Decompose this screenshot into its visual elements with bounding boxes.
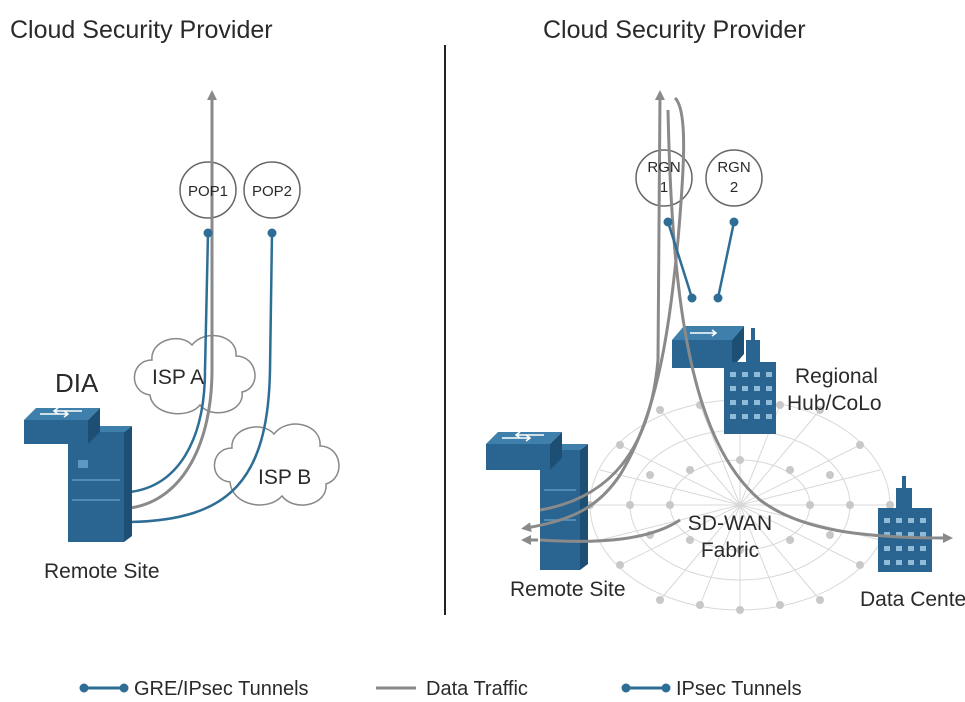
right-remote-site-label: Remote Site: [510, 578, 626, 601]
hub-tunnel-endpoint-1: [687, 293, 697, 303]
legend-ipsec: [621, 683, 671, 693]
sdwan-label-line1: SD-WAN: [688, 512, 772, 535]
regional-hub-label-line1: Regional: [795, 365, 878, 388]
regional-hub-switch-icon: [672, 326, 744, 368]
isp-b-cloud: [213, 423, 340, 506]
left-remote-switch-icon: [24, 407, 132, 542]
pop2-label: POP2: [252, 183, 292, 200]
left-tunnel-pop2: [129, 232, 274, 524]
right-data-traffic-lower: [539, 518, 681, 543]
rgn2-label-line2: 2: [730, 179, 738, 196]
right-title: Cloud Security Provider: [543, 16, 806, 44]
rgn1-ipsec-tunnel: [666, 221, 694, 299]
right-data-traffic-return: [521, 96, 686, 533]
legend-ipsec-label: IPsec Tunnels: [676, 678, 802, 700]
regional-hub-label-line2: Hub/CoLo: [787, 392, 882, 415]
legend-data-traffic-label: Data Traffic: [426, 678, 528, 700]
rgn2-node: [705, 149, 763, 207]
left-remote-site-label: Remote Site: [44, 560, 160, 583]
isp-b-label: ISP B: [258, 466, 311, 489]
rgn1-label-line1: RGN: [647, 159, 680, 176]
data-center-building-icon: [878, 476, 932, 572]
pop1-tunnel-endpoint: [203, 228, 213, 238]
isp-a-label: ISP A: [152, 366, 204, 389]
pop2-node: [243, 161, 301, 219]
right-data-traffic-up: [539, 90, 665, 512]
left-data-traffic-line: [129, 90, 217, 510]
sdwan-label-line2: Fabric: [701, 539, 759, 562]
rgn1-node: [635, 149, 693, 207]
regional-hub-building-icon: [724, 328, 776, 434]
pop2-tunnel-endpoint: [267, 228, 277, 238]
legend-gre-ipsec: [79, 683, 129, 693]
pop1-label: POP1: [188, 183, 228, 200]
rgn2-label-line1: RGN: [717, 159, 750, 176]
data-center-label: Data Center: [860, 588, 965, 611]
legend-gre-ipsec-label: GRE/IPsec Tunnels: [134, 678, 309, 700]
rgn2-ipsec-tunnel: [716, 221, 736, 299]
dia-label: DIA: [55, 368, 99, 398]
rgn1-tunnel-endpoint: [663, 217, 673, 227]
left-title: Cloud Security Provider: [10, 16, 273, 44]
hub-tunnel-endpoint-2: [713, 293, 723, 303]
rgn1-label-line2: 1: [660, 179, 668, 196]
pop1-node: [179, 161, 237, 219]
sdwan-mesh-nodes: [586, 396, 894, 614]
left-tunnel-pop1: [129, 232, 210, 494]
right-data-traffic-datacenter: [666, 109, 953, 543]
rgn2-tunnel-endpoint: [729, 217, 739, 227]
isp-a-cloud: [133, 334, 256, 415]
